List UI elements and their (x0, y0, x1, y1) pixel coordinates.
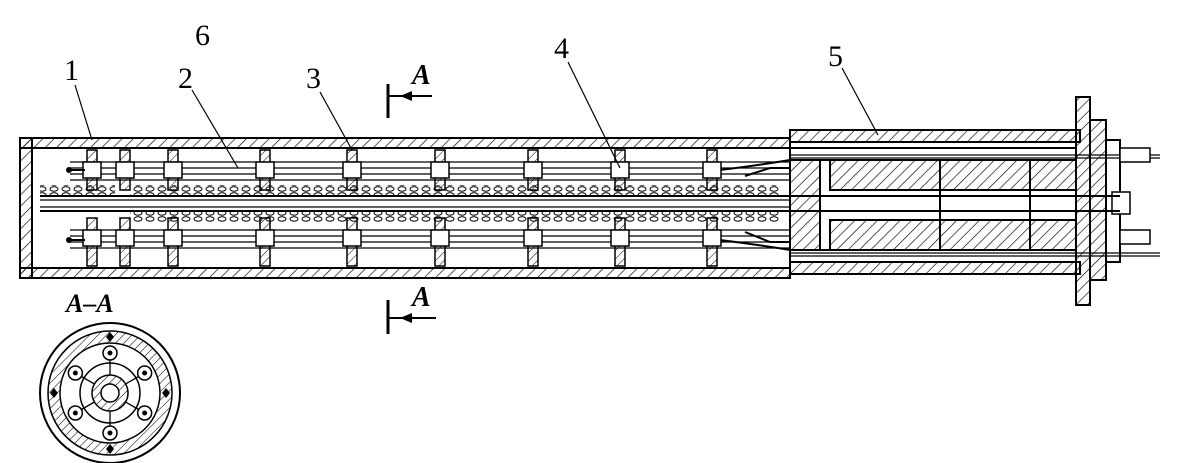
support-discs (66, 149, 722, 267)
central-rod (40, 185, 1120, 222)
section-spacer (162, 388, 170, 398)
label-part-6: 6 (195, 19, 210, 52)
section-spacer (50, 388, 58, 398)
terminal (66, 237, 85, 243)
section-label-top: A (410, 60, 431, 91)
section-electrode (125, 401, 153, 421)
section-electrode (102, 411, 118, 441)
support-disc (342, 149, 362, 267)
section-electrode (102, 345, 118, 375)
support-disc (163, 149, 183, 267)
leader-lines (74, 61, 879, 169)
section-marker-bottom (386, 300, 436, 334)
section-electrode (67, 365, 95, 385)
terminal (66, 167, 85, 173)
label-part-3: 3 (306, 62, 321, 95)
label-part-5: 5 (828, 40, 843, 73)
support-disc (255, 149, 275, 267)
cross-section-view (39, 322, 181, 463)
label-part-1: 1 (64, 54, 79, 87)
section-spacer (106, 444, 114, 454)
label-part-2: 2 (178, 62, 193, 95)
label-part-4: 4 (554, 32, 569, 65)
wire-bundle-2 (70, 159, 791, 251)
section-electrode (67, 401, 95, 421)
support-disc (702, 149, 722, 267)
support-disc (82, 149, 102, 267)
outer-tube (19, 129, 1081, 279)
section-marker-top (386, 84, 432, 118)
support-disc (430, 149, 450, 267)
section-electrode (125, 365, 153, 385)
section-label-bottom: A (410, 282, 431, 313)
support-disc (115, 149, 135, 267)
support-disc (523, 149, 543, 267)
section-title: A–A (64, 289, 114, 318)
support-disc (610, 149, 630, 267)
section-spacer (106, 332, 114, 342)
electrode-holder-5 (789, 147, 1160, 263)
